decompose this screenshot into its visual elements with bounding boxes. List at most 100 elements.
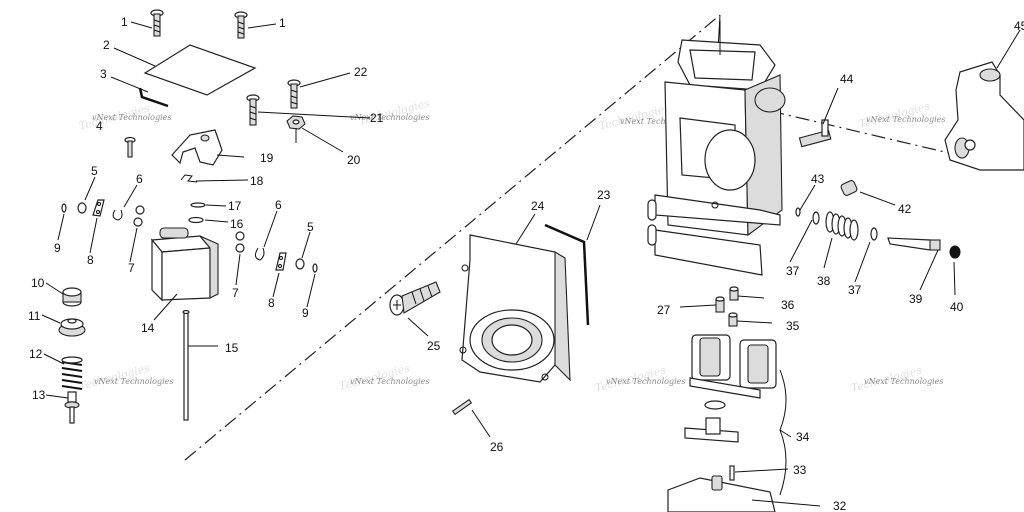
callout-23: 23 [597,188,611,202]
callout-16: 16 [230,217,244,231]
pilot-screw-part-39 [887,237,941,251]
callout-36: 36 [781,298,795,312]
carb-cover-part-24 [459,234,571,383]
needle-valve-part-33 [729,465,735,481]
callout-40: 40 [950,300,964,314]
callout-21: 21 [370,111,384,125]
callout-8a: 8 [87,253,94,267]
screw-part-21 [246,94,260,126]
link-part-8b [275,252,287,271]
watermark-1: vNext Technologies [92,113,171,122]
watermark-2: vNext Technologies [350,113,429,122]
carburetor-body [647,20,786,276]
nut-part-11 [58,318,86,337]
callout-32: 32 [833,499,847,512]
callout-17: 17 [228,199,242,213]
callout-13: 13 [32,388,46,402]
callout-9a: 9 [54,241,61,255]
callout-33: 33 [793,463,807,477]
callout-9b: 9 [302,306,309,320]
callout-45: 45 [1014,19,1024,33]
ring-part-9a [61,203,67,213]
pin-part-26 [451,398,473,416]
screw-part-1a [150,9,164,37]
callout-labels: 1 1 2 3 4 5 5 6 6 7 7 8 8 9 9 10 11 12 1… [28,15,1024,512]
callout-1b: 1 [279,16,286,30]
callout-15: 15 [225,341,239,355]
callout-35: 35 [786,319,800,333]
callout-5b: 5 [307,220,314,234]
callout-44: 44 [840,72,854,86]
callout-3: 3 [100,67,107,81]
watermark-8: vNext Technologies [864,377,943,386]
callout-27: 27 [657,303,671,317]
jet-part-36 [729,286,739,301]
clip-part-6b [254,247,265,261]
gasket-part-23 [544,223,590,326]
ball-part-40 [949,245,961,259]
watermark-6: vNext Technologies [350,377,429,386]
washer-part-43 [795,207,801,217]
callout-14: 14 [141,321,155,335]
callout-37b: 37 [848,283,862,297]
watermark-7: vNext Technologies [606,377,685,386]
float-assembly-part-34 [684,334,787,496]
ring-part-16 [188,216,204,224]
washer-part-37a [812,211,820,225]
callout-5a: 5 [91,164,98,178]
callout-6b: 6 [275,198,282,212]
callout-34: 34 [796,430,810,444]
callout-37a: 37 [786,264,800,278]
callout-19: 19 [260,151,274,165]
spring-part-38 [825,211,859,241]
washer-part-5b [295,258,305,270]
callout-1a: 1 [121,15,128,29]
callout-7b: 7 [232,286,239,300]
ring-part-9b [312,263,318,273]
lever-part-45 [944,61,1024,171]
callout-43: 43 [811,172,825,186]
callout-24: 24 [531,199,545,213]
screw-part-4 [124,136,136,158]
watermark-5: vNext Technologies [94,377,173,386]
callout-8b: 8 [268,296,275,310]
callout-39: 39 [909,292,923,306]
assembly-axis-lines [184,14,1001,461]
watermark-3: vNext Technologies [620,117,699,126]
cover-plate-part-2 [143,44,257,96]
throttle-slide-part-14 [150,227,219,302]
bolt-part-25 [389,281,441,316]
bowl-gasket-part-32 [667,475,776,512]
gasket-part-3 [138,87,169,108]
jet-part-27 [715,296,725,313]
sleeve-part-7a [133,205,145,227]
cap-part-10 [62,287,82,307]
valve-part-13 [64,391,80,424]
sleeve-part-7b [235,231,245,253]
link-part-8a [92,199,105,217]
callout-20: 20 [347,153,361,167]
clip-part-18 [180,174,198,183]
nut-part-20 [286,115,306,130]
washer-part-37b [870,227,878,241]
callout-7a: 7 [128,261,135,275]
screw-part-1b [234,11,248,39]
leader-lines [41,21,1021,507]
watermark-4: vNext Technologies [866,115,945,124]
bracket-part-19 [171,129,223,166]
callout-18: 18 [250,174,264,188]
callout-22: 22 [354,65,368,79]
callout-4: 4 [96,119,103,133]
spring-part-12 [61,356,83,390]
clip-part-6a [112,209,123,221]
washer-part-5a [77,202,87,214]
o-ring-part-17 [190,202,206,208]
callout-10: 10 [31,276,45,290]
callout-38: 38 [817,274,831,288]
callout-26: 26 [490,440,504,454]
jet-needle-part-15 [182,309,190,421]
screw-part-22 [287,79,301,109]
callout-25: 25 [427,339,441,353]
